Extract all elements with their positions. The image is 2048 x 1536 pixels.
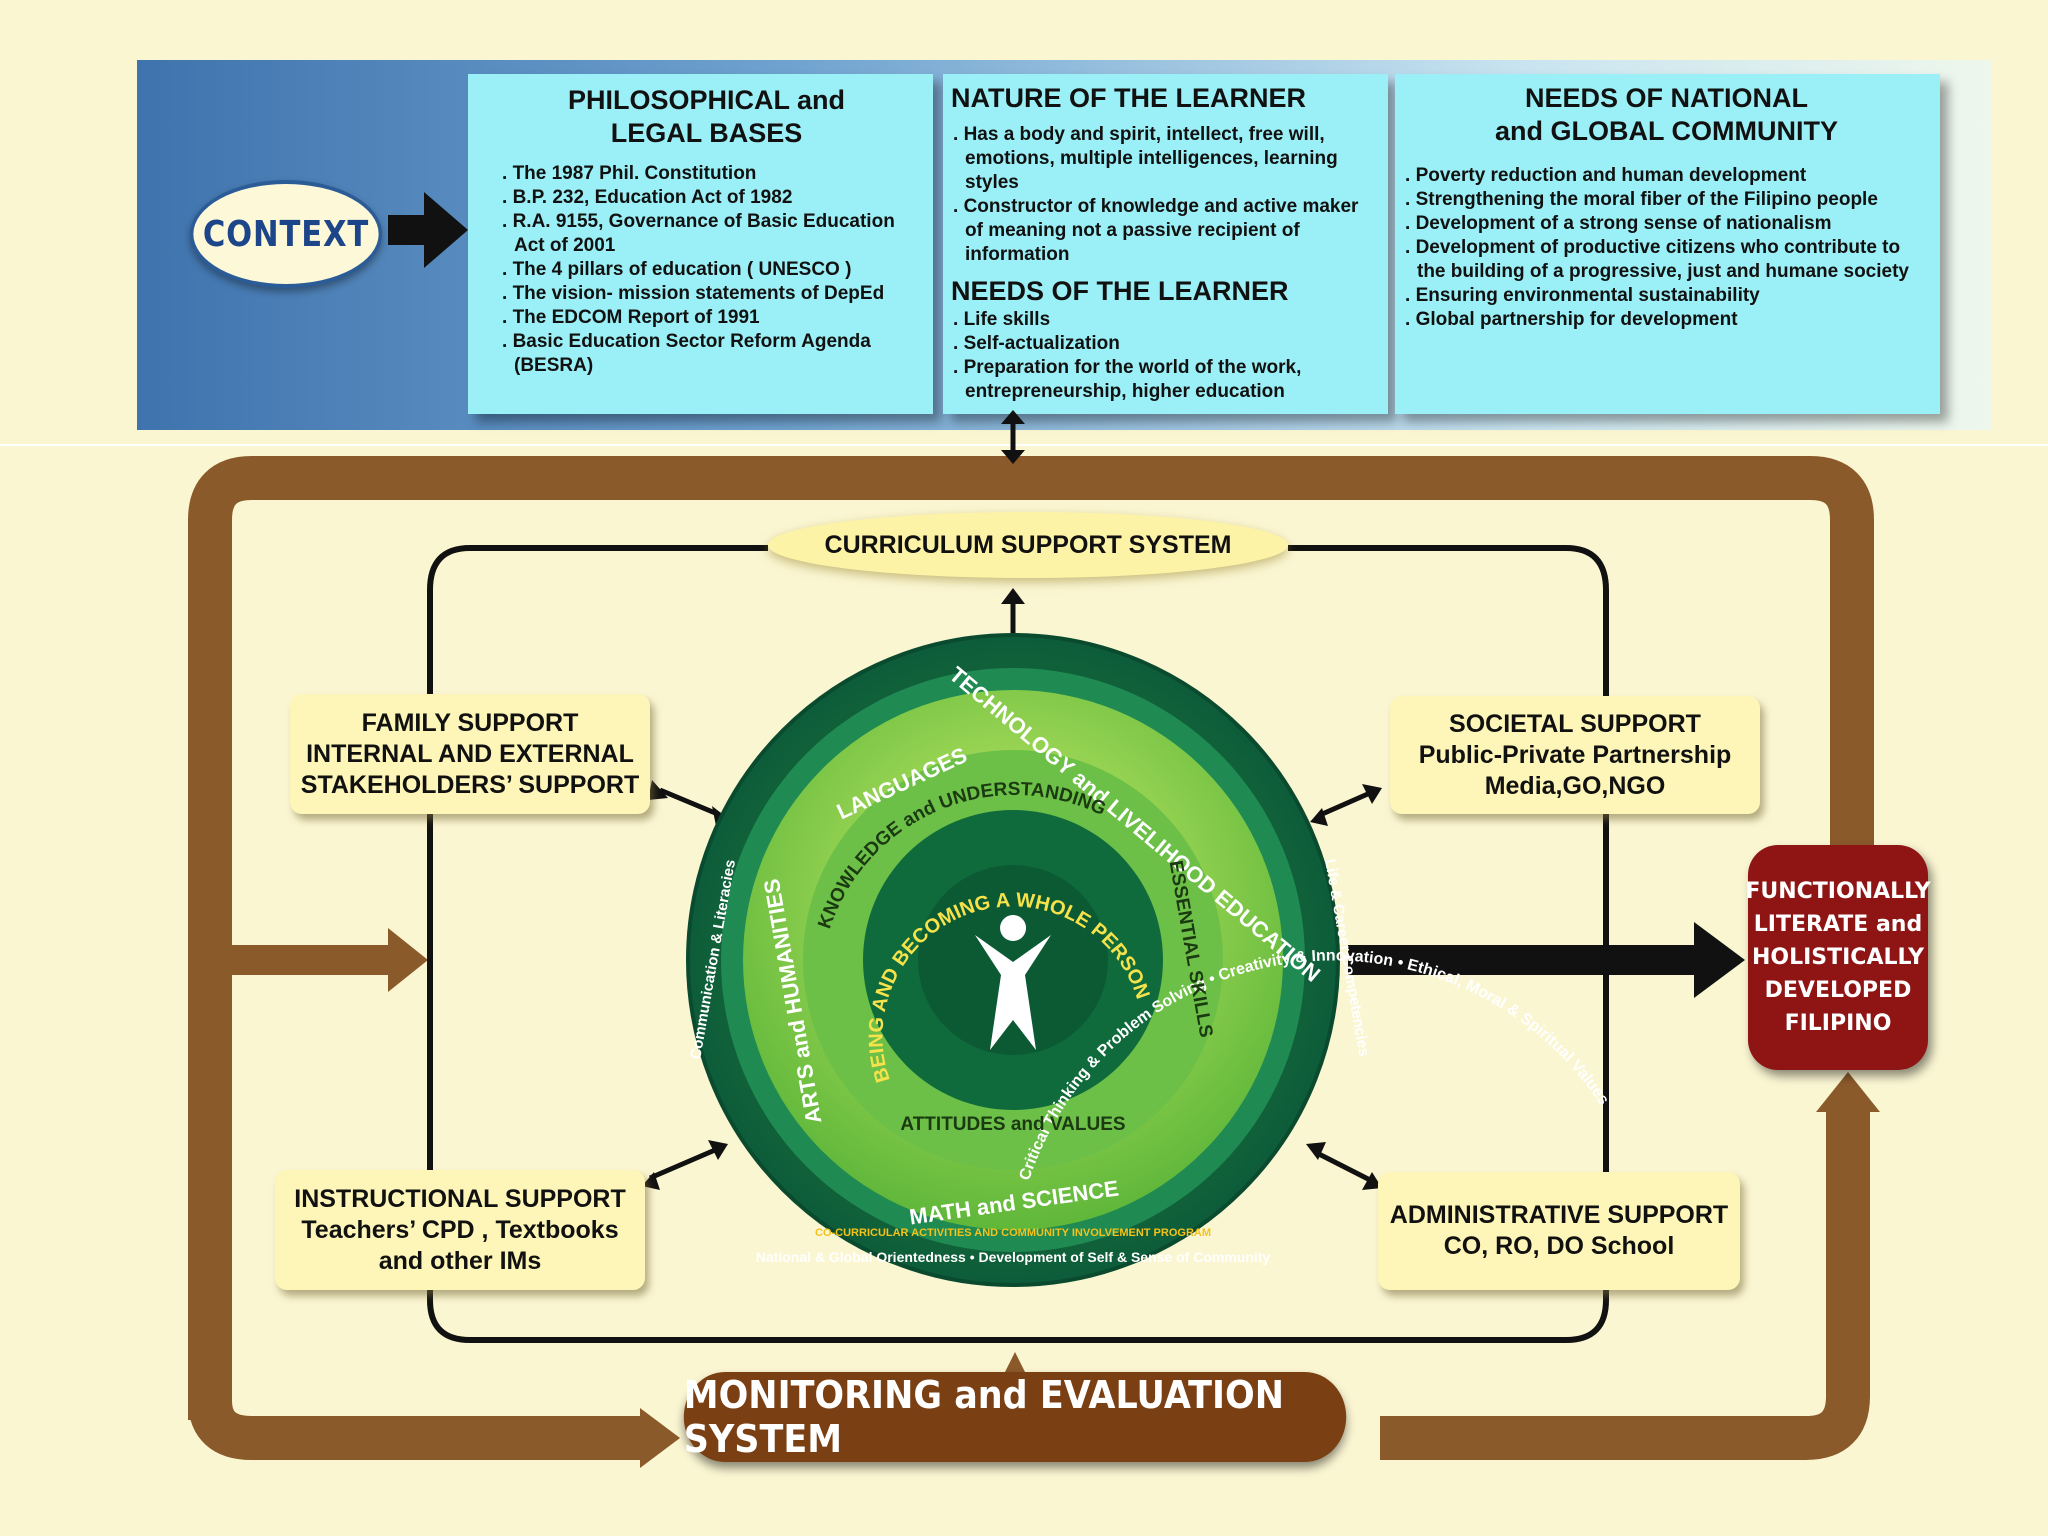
societal-support-box: SOCIETAL SUPPORT Public-Private Partners… [1390, 696, 1760, 814]
community-needs-title-line2: and GLOBAL COMMUNITY [1495, 116, 1838, 146]
list-item: Preparation for the world of the work, e… [951, 356, 1380, 404]
community-needs-panel: NEEDS OF NATIONAL and GLOBAL COMMUNITY P… [1395, 74, 1940, 414]
community-needs-title-line1: NEEDS OF NATIONAL [1525, 83, 1808, 113]
list-item: The 1987 Phil. Constitution [500, 162, 913, 186]
family-support-box: FAMILY SUPPORT INTERNAL AND EXTERNAL STA… [290, 694, 650, 814]
section-divider [0, 444, 2048, 446]
list-item: Development of productive citizens who c… [1403, 236, 1930, 284]
philosophical-legal-bases-panel: PHILOSOPHICAL and LEGAL BASES The 1987 P… [468, 74, 933, 414]
community-needs-list: Poverty reduction and human development … [1403, 164, 1930, 332]
outcome-line: DEVELOPED [1764, 978, 1912, 1003]
administrative-support-box: ADMINISTRATIVE SUPPORT CO, RO, DO School [1378, 1172, 1740, 1290]
admin-line1: ADMINISTRATIVE SUPPORT [1389, 1201, 1729, 1229]
list-item: The EDCOM Report of 1991 [500, 306, 913, 330]
list-item: Self-actualization [951, 332, 1380, 356]
nature-list: Has a body and spirit, intellect, free w… [951, 123, 1380, 267]
admin-line2: CO, RO, DO School [1443, 1232, 1675, 1260]
list-item: R.A. 9155, Governance of Basic Education… [500, 210, 913, 258]
philosophical-list: The 1987 Phil. Constitution B.P. 232, Ed… [500, 162, 913, 378]
societal-line1: SOCIETAL SUPPORT [1449, 709, 1701, 738]
outcome-line: HOLISTICALLY [1751, 945, 1925, 970]
instructional-line2: Teachers’ CPD , Textbooks [301, 1215, 619, 1244]
context-label: CONTEXT [189, 180, 383, 288]
list-item: Development of a strong sense of nationa… [1403, 212, 1930, 236]
list-item: Basic Education Sector Reform Agenda (BE… [500, 330, 913, 378]
societal-line3: Media,GO,NGO [1484, 771, 1666, 800]
family-line1: FAMILY SUPPORT [361, 708, 579, 737]
outer-ring-bottom-text: National & Global Orientedness • Develop… [756, 1249, 1271, 1265]
learner-needs-list: Life skills Self-actualization Preparati… [951, 308, 1380, 404]
list-item: Strengthening the moral fiber of the Fil… [1403, 188, 1930, 212]
brown-feedback-frame [188, 456, 1880, 1468]
list-item: Poverty reduction and human development [1403, 164, 1930, 188]
societal-line2: Public-Private Partnership [1418, 740, 1732, 769]
outcome-line: LITERATE and [1753, 912, 1923, 937]
support-system-loop [427, 545, 1609, 1343]
outcome-line: FUNCTIONALLY [1745, 879, 1931, 904]
instructional-line3: and other IMs [378, 1246, 542, 1275]
family-line3: STAKEHOLDERS’ SUPPORT [300, 770, 640, 799]
list-item: The 4 pillars of education ( UNESCO ) [500, 258, 913, 282]
outcome-line: FILIPINO [1784, 1011, 1892, 1036]
nature-title: NATURE OF THE LEARNER [951, 83, 1306, 113]
outcome-box: FUNCTIONALLY LITERATE and HOLISTICALLY D… [1745, 845, 1931, 1070]
learner-needs-title: NEEDS OF THE LEARNER [951, 276, 1289, 306]
list-item: Constructor of knowledge and active make… [951, 195, 1380, 267]
curriculum-wheel [686, 633, 1340, 1287]
family-line2: INTERNAL AND EXTERNAL [306, 739, 634, 768]
outcome-arrow [1348, 922, 1745, 998]
list-item: Life skills [951, 308, 1380, 332]
inner-ring-attitudes: ATTITUDES and VALUES [900, 1114, 1125, 1135]
instructional-line1: INSTRUCTIONAL SUPPORT [294, 1184, 626, 1213]
list-item: The vision- mission statements of DepEd [500, 282, 913, 306]
nature-of-learner-panel: NATURE OF THE LEARNER Has a body and spi… [943, 74, 1388, 414]
instructional-support-box: INSTRUCTIONAL SUPPORT Teachers’ CPD , Te… [275, 1170, 645, 1290]
list-item: Has a body and spirit, intellect, free w… [951, 123, 1380, 195]
philosophical-title-line1: PHILOSOPHICAL and [567, 85, 846, 115]
monitoring-evaluation-label: MONITORING and EVALUATION SYSTEM [683, 1372, 1347, 1462]
philosophical-title-line2: LEGAL BASES [610, 118, 803, 148]
list-item: Ensuring environmental sustainability [1403, 284, 1930, 308]
co-curricular-ribbon: CO-CURRICULAR ACTIVITIES AND COMMUNITY I… [815, 1227, 1211, 1239]
whole-person-figure-icon [975, 915, 1051, 1050]
list-item: Global partnership for development [1403, 308, 1930, 332]
curriculum-support-system-label: CURRICULUM SUPPORT SYSTEM [768, 512, 1288, 578]
list-item: B.P. 232, Education Act of 1982 [500, 186, 913, 210]
